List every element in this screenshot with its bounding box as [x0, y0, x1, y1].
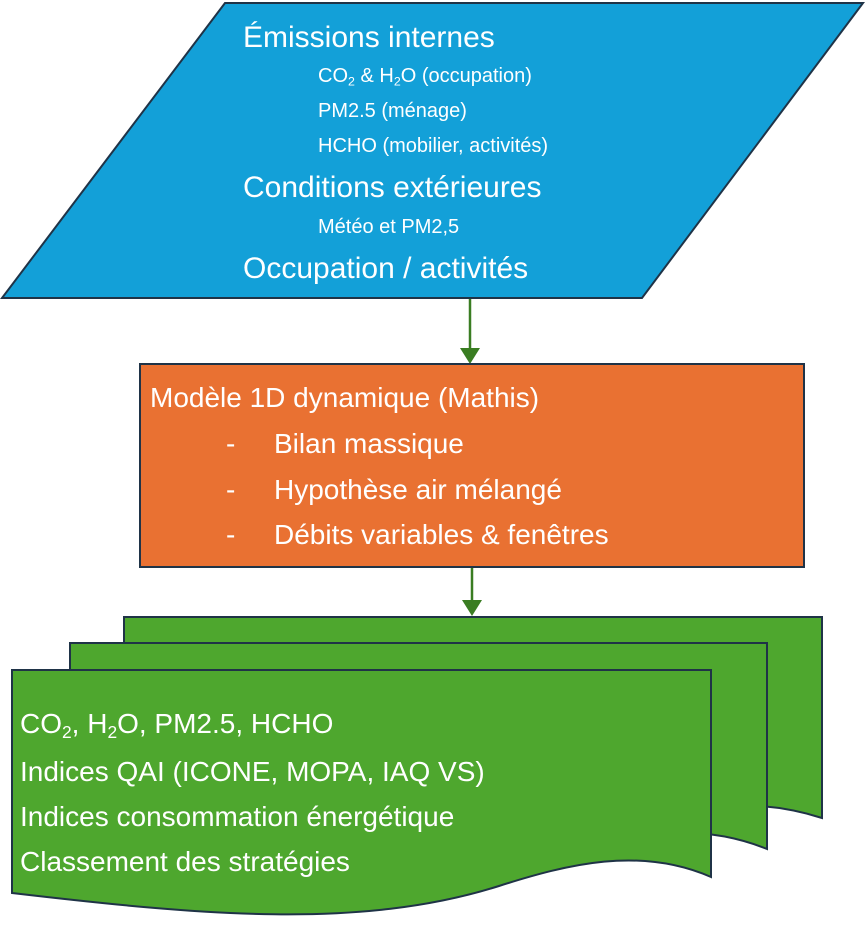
input-pm25: PM2.5 (ménage): [318, 100, 467, 122]
co2-text: CO: [20, 708, 62, 739]
bullet-dash: -: [226, 474, 236, 505]
input-heading-emissions: Émissions internes: [243, 21, 495, 54]
output-line-energy-indices: Indices consommation énergétique: [20, 801, 455, 832]
occupation-text: O (occupation): [400, 65, 532, 87]
co2-text: CO: [318, 65, 348, 87]
output-document-front: [11, 669, 712, 916]
input-hcho: HCHO (mobilier, activités): [318, 135, 549, 157]
bullet-dash: -: [226, 428, 236, 459]
input-heading-occupation: Occupation / activités: [243, 252, 529, 285]
model-process-box: [139, 363, 805, 568]
arrowhead-1: [460, 348, 480, 364]
output-line-ranking: Classement des stratégies: [20, 846, 350, 877]
output-line-iaq-indices: Indices QAI (ICONE, MOPA, IAQ VS): [20, 756, 485, 787]
model-item-2: - Hypothèse air mélangé: [226, 476, 562, 504]
h2o-subscript: 2: [393, 74, 401, 89]
h2o-text: & H: [354, 65, 394, 87]
pollutants-text: O, PM2.5, HCHO: [117, 708, 334, 739]
model-title: Modèle 1D dynamique (Mathis): [150, 382, 540, 413]
input-heading-conditions: Conditions extérieures: [243, 171, 542, 204]
input-parallelogram: [0, 1, 865, 299]
output-line-pollutants: CO2, H2O, PM2.5, HCHO: [20, 708, 334, 741]
model-item-label: Bilan massique: [274, 428, 464, 459]
bullet-dash: -: [226, 519, 236, 550]
co2-subscript: 2: [62, 721, 72, 742]
model-item-3: - Débits variables & fenêtres: [226, 521, 609, 549]
h2o-text: , H: [71, 708, 108, 739]
model-item-1: - Bilan massique: [226, 430, 464, 458]
input-meteo: Météo et PM2,5: [318, 216, 460, 238]
input-co2-h2o: CO2 & H2O (occupation): [318, 65, 532, 89]
h2o-subscript: 2: [107, 721, 118, 742]
model-item-label: Hypothèse air mélangé: [274, 474, 562, 505]
model-item-label: Débits variables & fenêtres: [274, 519, 609, 550]
arrowhead-2: [462, 600, 482, 616]
co2-subscript: 2: [348, 74, 355, 89]
